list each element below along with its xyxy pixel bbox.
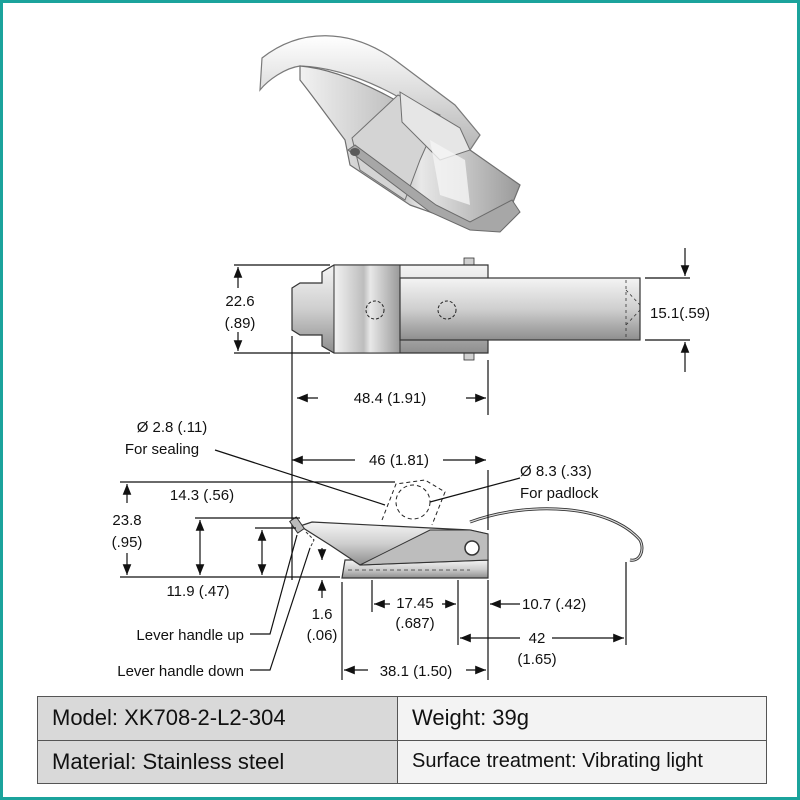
dim-height-total: 22.6 <box>225 293 254 310</box>
dim-span-1745-in: (.687) <box>395 615 434 632</box>
dim-sealing-label: For sealing <box>125 441 199 458</box>
side-view-latch <box>289 479 644 579</box>
dim-height-238-in: (.95) <box>112 534 143 551</box>
leader-line <box>250 547 311 671</box>
lever-up-label: Lever handle up <box>136 627 244 644</box>
leader-line <box>429 477 521 503</box>
spec-model: Model: XK708-2-L2-304 <box>37 696 398 741</box>
dim-height-119: 11.9 (.47) <box>166 583 229 600</box>
dim-length-top: 48.4 (1.91) <box>354 390 427 407</box>
leader-line <box>250 534 298 635</box>
dim-length-46: 46 (1.81) <box>369 452 429 469</box>
dim-base-381: 38.1 (1.50) <box>380 663 453 680</box>
dim-span-1745: 17.45 <box>396 595 434 612</box>
spec-material: Material: Stainless steel <box>37 739 398 784</box>
leader-line <box>214 449 386 506</box>
dim-tab-width: 15.1(.59) <box>650 305 710 322</box>
spec-table: Model: XK708-2-L2-304 Weight: 39g Materi… <box>37 696 767 784</box>
latch-photo-icon <box>259 35 521 233</box>
dim-span-42: 42 <box>529 630 546 647</box>
dim-sealing-hole: Ø 2.8 (.11) <box>137 419 208 436</box>
dim-span-42-in: (1.65) <box>517 651 556 668</box>
spec-weight: Weight: 39g <box>397 696 767 741</box>
dim-span-107: 10.7 (.42) <box>522 596 586 613</box>
dim-height-14: 14.3 (.56) <box>170 487 234 504</box>
dim-padlock-hole: Ø 8.3 (.33) <box>520 463 592 480</box>
lever-down-label: Lever handle down <box>117 663 244 680</box>
dim-height-total-in: (.89) <box>225 315 256 332</box>
table-row: Model: XK708-2-L2-304 Weight: 39g <box>37 696 767 741</box>
dim-thick-16-in: (.06) <box>307 627 338 644</box>
spec-surface: Surface treatment: Vibrating light <box>397 739 767 784</box>
top-view-latch <box>291 257 641 361</box>
dim-height-238: 23.8 <box>112 512 141 529</box>
dim-thick-16: 1.6 <box>312 606 333 623</box>
table-row: Material: Stainless steel Surface treatm… <box>37 739 767 784</box>
dim-padlock-label: For padlock <box>520 485 599 502</box>
